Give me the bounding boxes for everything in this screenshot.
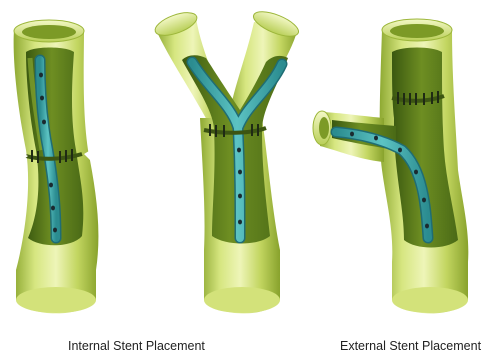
straight-vessel-bottom-rim [16,287,96,313]
t-vessel-figure [313,19,468,314]
internal-stent-caption: Internal Stent Placement [68,339,205,353]
y-vessel-figure [152,7,301,314]
t-vessel-bottom-rim [392,287,468,313]
y-vessel-bottom-rim [204,287,280,313]
external-stent-caption: External Stent Placement [340,339,481,353]
stent-illustration [0,0,498,335]
straight-vessel-figure [14,20,99,314]
